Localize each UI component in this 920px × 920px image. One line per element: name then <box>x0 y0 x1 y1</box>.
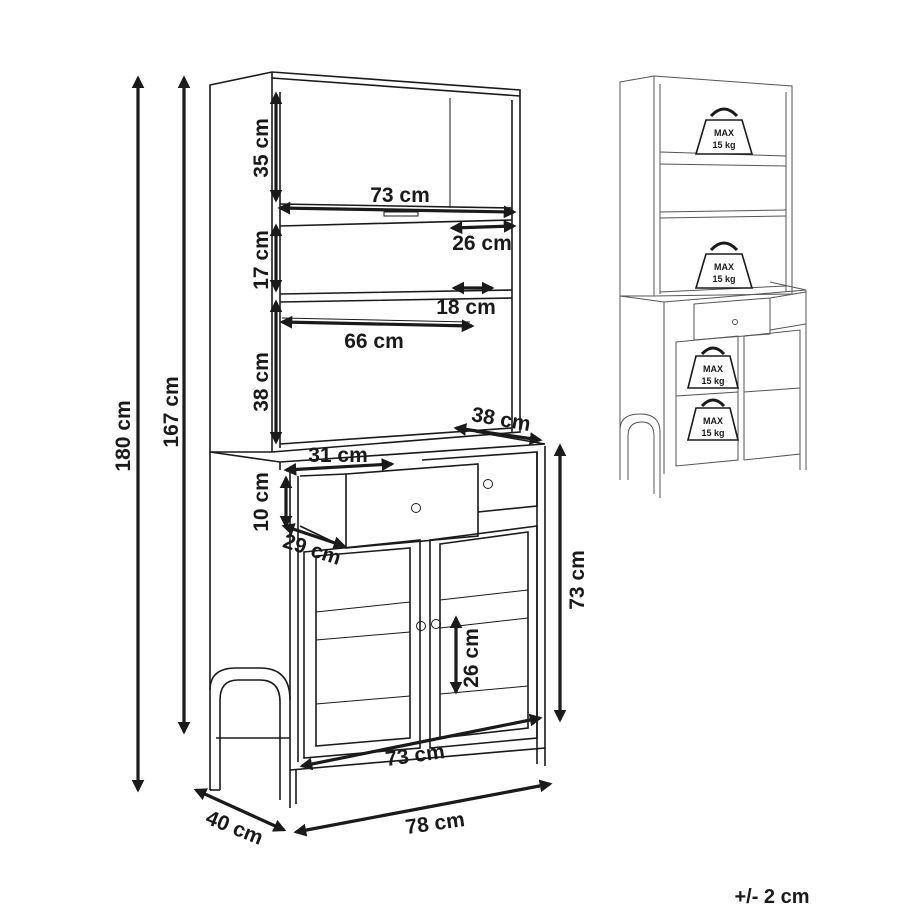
weight-icon-top: MAX 15 kg <box>694 107 754 155</box>
weight-max-label: MAX <box>703 416 723 426</box>
weight-icon-middle: MAX 15 kg <box>694 241 754 289</box>
weight-max-label: MAX <box>703 364 723 374</box>
main-cabinet-drawing <box>209 71 546 808</box>
total-height-label: 180 cm <box>112 400 135 471</box>
dimension-arrows <box>131 75 567 837</box>
drawer-height-label: 10 cm <box>250 472 273 532</box>
weight-value-label: 15 kg <box>701 428 724 438</box>
top-width-label: 73 cm <box>370 184 430 207</box>
cabinet-width-label: 73 cm <box>384 740 446 771</box>
width-label: 78 cm <box>404 808 466 839</box>
rail-offset-label: 26 cm <box>452 232 512 255</box>
top-shelf-height-label: 35 cm <box>250 118 273 178</box>
weight-max-label: MAX <box>714 262 734 272</box>
shelf-offset-label: 18 cm <box>436 296 496 319</box>
inner-shelf-height-label: 26 cm <box>460 628 483 688</box>
weight-max-label: MAX <box>714 128 734 138</box>
body-height-label: 167 cm <box>160 376 183 447</box>
lower-open-width-label: 66 cm <box>344 330 404 353</box>
lower-open-height-label: 38 cm <box>250 352 273 412</box>
weight-value-label: 15 kg <box>701 376 724 386</box>
middle-shelf-height-label: 17 cm <box>250 230 273 290</box>
drawer-width-label: 31 cm <box>308 444 368 467</box>
weight-value-label: 15 kg <box>712 274 735 284</box>
weight-value-label: 15 kg <box>712 140 735 150</box>
weight-icon-shelf-lower: MAX 15 kg <box>686 398 740 441</box>
depth-label: 40 cm <box>203 806 267 850</box>
tolerance-note: +/- 2 cm <box>734 886 809 908</box>
weight-icon-shelf-upper: MAX 15 kg <box>686 346 740 389</box>
load-capacity-drawing: MAX 15 kg MAX 15 kg MAX 15 kg MAX 15 kg <box>619 75 807 498</box>
cabinet-height-label: 73 cm <box>566 550 589 610</box>
